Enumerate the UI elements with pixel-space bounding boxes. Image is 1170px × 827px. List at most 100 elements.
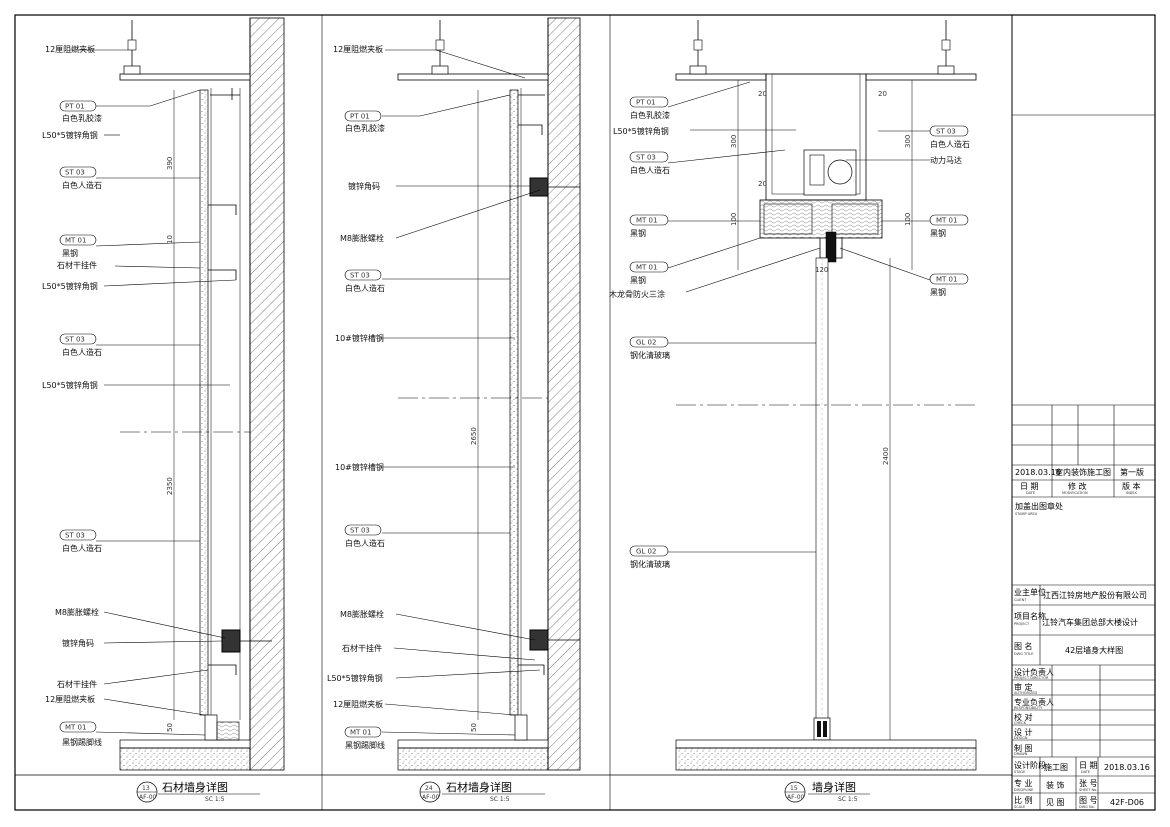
p1-label: 石材干挂件 <box>57 679 97 689</box>
date-label-en: DATE <box>1081 770 1090 774</box>
p3-label: 黑钢 <box>930 228 946 238</box>
stage-label: 设计阶段 <box>1014 760 1046 770</box>
p3-bubble-ref: AF-00 <box>787 794 805 801</box>
p3-tag: GL 02 <box>636 339 656 347</box>
p3-label: 黑钢 <box>630 228 646 238</box>
p1-dim: 50 <box>166 723 174 732</box>
dwgno-label-en: DWG No. <box>1079 805 1095 809</box>
p3-dim: 20 <box>758 90 767 98</box>
p1-tag: ST 03 <box>65 169 85 177</box>
p1-label: L50*5镀锌角钢 <box>42 130 98 140</box>
p2-scale: SC 1:5 <box>490 796 510 803</box>
p1-label: 石材干挂件 <box>57 260 97 270</box>
p3-label: 木龙骨防火三涂 <box>609 289 665 299</box>
role-label-en: AUTHORIZED <box>1014 691 1038 695</box>
sheet-border <box>14 14 1156 811</box>
p1-label: M8膨胀螺栓 <box>55 607 99 617</box>
p2-tag: MT 01 <box>350 729 371 737</box>
p3-tag: ST 03 <box>636 154 656 162</box>
rev-header-ver-en: INDEX <box>1126 491 1138 495</box>
p3-dim: 300 <box>904 135 912 148</box>
p2-bubble-num: 24 <box>425 785 433 792</box>
role-label: 设计负责人 <box>1014 667 1054 677</box>
project-name: 江铃汽车集团总部大楼设计 <box>1042 617 1138 627</box>
p2-dim: 50 <box>470 723 478 732</box>
p3-tag: MT 01 <box>936 217 957 225</box>
structural-wall <box>249 17 285 771</box>
p1-tag: ST 03 <box>65 336 85 344</box>
p3-dim: 20 <box>878 90 887 98</box>
floor-slab <box>397 747 549 771</box>
p2-label: M8膨胀螺栓 <box>340 609 384 619</box>
p2-tag: PT 01 <box>350 113 370 121</box>
p1-label: 12厘阻燃夹板 <box>45 694 95 704</box>
p1-label: 镀锌角码 <box>62 638 94 648</box>
title-block-text: 2018.03.16 室内装饰施工图 第一版 日 期 DATE 修 改 MODI… <box>1014 467 1150 809</box>
structural-wall <box>547 17 581 771</box>
role-label-en: DRAWN <box>1014 752 1028 756</box>
client-label-en: CLIENT <box>1014 598 1027 602</box>
p3-dim: 100 <box>904 213 912 226</box>
p3-tag: MT 01 <box>936 276 957 284</box>
p2-label: 白色人造石 <box>345 283 385 293</box>
ceiling-board <box>119 73 251 81</box>
p2-label: 12厘阻燃夹板 <box>333 44 383 54</box>
p1-label: 白色乳胶漆 <box>62 113 102 123</box>
p2-tag: ST 03 <box>350 527 370 535</box>
p1-title: 石材墙身详图 <box>162 780 228 794</box>
p3-label: 白色人造石 <box>630 165 670 175</box>
p1-label: L50*5镀锌角钢 <box>42 281 98 291</box>
rev-header-date-en: DATE <box>1026 491 1035 495</box>
panel-1-labels: 12厘阻燃夹板 PT 01 白色乳胶漆 L50*5镀锌角钢 ST 03 白色人造… <box>42 44 102 747</box>
p3-dim: 20 <box>758 180 767 188</box>
stamp-area-label-en: STAMP AREA <box>1015 512 1038 516</box>
p2-title: 石材墙身详图 <box>446 780 512 794</box>
p3-title: 墙身详图 <box>812 780 856 794</box>
p1-tag: PT 01 <box>65 103 85 111</box>
p1-tag: MT 01 <box>65 237 86 245</box>
p2-label: 白色乳胶漆 <box>345 123 385 133</box>
rev-header-ver: 版 本 <box>1122 481 1141 491</box>
floor-slab <box>119 747 251 771</box>
p1-label: 白色人造石 <box>62 347 102 357</box>
p2-label: 黑钢踢脚线 <box>345 740 385 750</box>
drawing-label: 图 名 <box>1014 641 1033 651</box>
p3-tag: PT 01 <box>636 99 656 107</box>
p2-dim: 2650 <box>470 427 478 445</box>
scale-value: 见 图 <box>1046 798 1065 807</box>
stamp-area-label: 加盖出图章处 <box>1015 501 1063 511</box>
date-value: 2018.03.16 <box>1104 763 1150 772</box>
p3-label: 钢化清玻璃 <box>630 350 670 360</box>
discipline-value: 装 饰 <box>1046 780 1065 790</box>
revision-date: 2018.03.16 <box>1015 468 1061 477</box>
p1-label: 白色人造石 <box>62 543 102 553</box>
p1-label: 黑钢 <box>62 248 78 258</box>
drawing-name: 42层墙身大样图 <box>1065 645 1123 655</box>
role-label-en: DESIGN <box>1014 736 1028 740</box>
rev-header-date: 日 期 <box>1020 482 1039 491</box>
p1-label: L50*5镀锌角钢 <box>42 380 98 390</box>
p1-label: 白色人造石 <box>62 180 102 190</box>
panel-1-stone-wall: 12厘阻燃夹板 PT 01 白色乳胶漆 L50*5镀锌角钢 ST 03 白色人造… <box>42 17 285 803</box>
p2-label: 石材干挂件 <box>342 643 382 653</box>
stage-label-en: STAGE <box>1014 770 1025 774</box>
p3-dim: 300 <box>730 135 738 148</box>
p3-label: 钢化清玻璃 <box>630 559 670 569</box>
p2-label: 白色人造石 <box>345 538 385 548</box>
p1-label: 12厘阻燃夹板 <box>45 44 95 54</box>
p1-dim: 10 <box>166 235 174 244</box>
galvanized-bracket <box>221 629 241 653</box>
client-label: 业主单位 <box>1014 587 1046 597</box>
revision-desc: 室内装饰施工图 <box>1055 467 1111 477</box>
p1-bubble-num: 13 <box>142 785 150 792</box>
panel-3-glass-wall: PT 01 白色乳胶漆 L50*5镀锌角钢 ST 03 白色人造石 MT 01 … <box>609 20 977 803</box>
p2-label: 10#镀锌槽钢 <box>335 333 384 343</box>
role-label: 制 图 <box>1014 743 1033 753</box>
drawing-label-en: DWG TITLE <box>1014 652 1033 656</box>
p3-label: 白色人造石 <box>930 139 970 149</box>
p3-label: 白色乳胶漆 <box>630 110 670 120</box>
role-label: 专业负责人 <box>1014 697 1054 707</box>
scale-label: 比 例 <box>1014 795 1033 805</box>
timber-frame <box>759 199 883 239</box>
